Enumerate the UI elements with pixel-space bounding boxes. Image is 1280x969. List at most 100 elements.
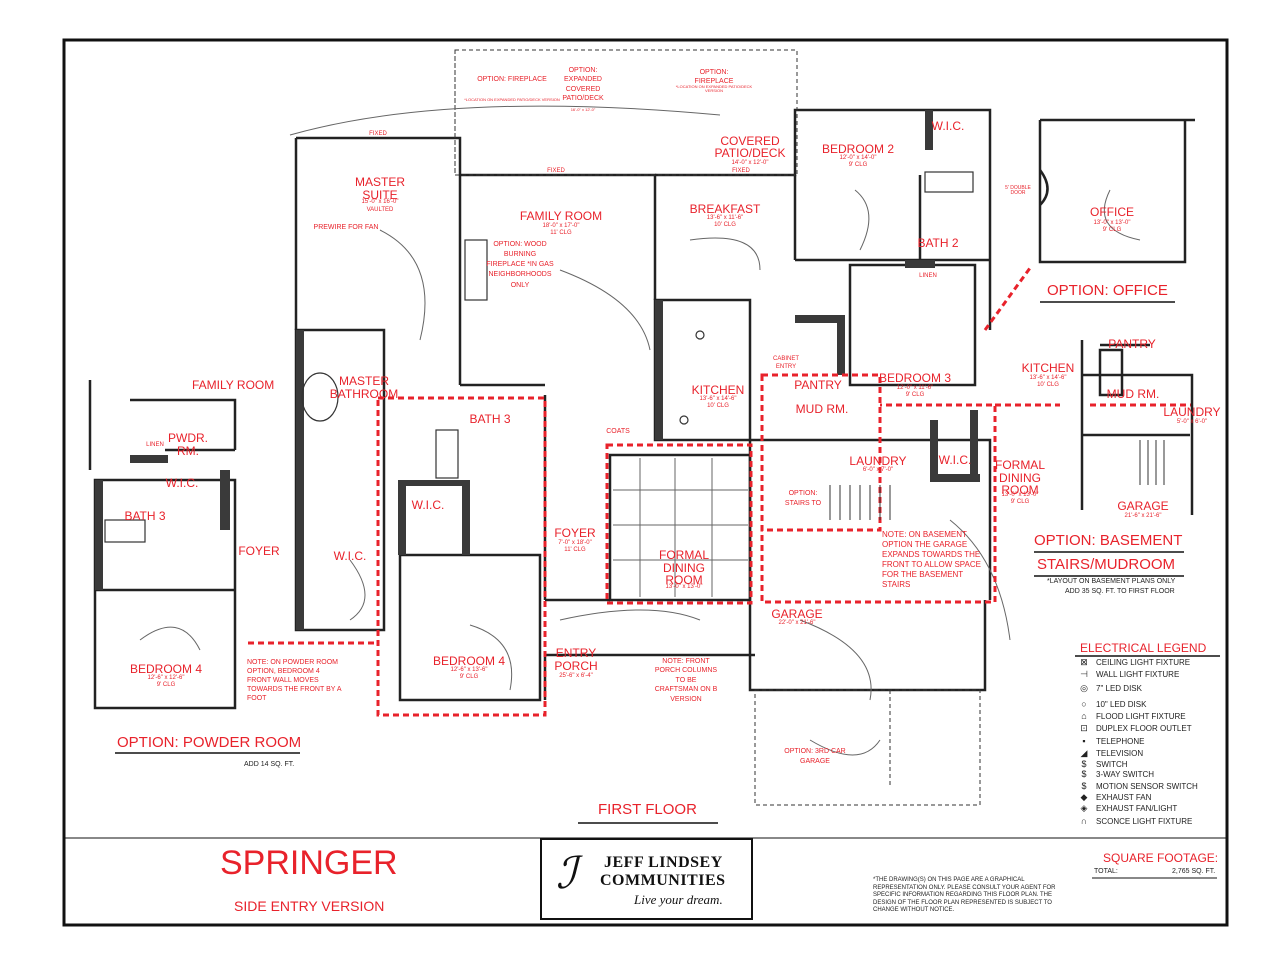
formal-dining-center-name: FORMAL DINING ROOM xyxy=(658,548,709,588)
family-room-clg: 11' CLG xyxy=(550,230,572,236)
fixed-label-2: FIXED xyxy=(547,168,565,174)
expanded-patio-outline xyxy=(454,49,798,176)
three-way-switch-icon: $ xyxy=(1081,769,1087,779)
legend-label: 3-WAY SWITCH xyxy=(1096,769,1155,779)
plan-subtitle: SIDE ENTRY VERSION xyxy=(234,898,385,914)
exhaust-fanlight-icon: ◈ xyxy=(1080,803,1088,813)
third-car-garage-outline xyxy=(754,689,981,806)
option-office-title: OPTION: OFFICE xyxy=(1047,282,1168,299)
family-room-name: FAMILY ROOM xyxy=(519,209,603,223)
legend-item-motion-switch: $MOTION SENSOR SWITCH xyxy=(1078,781,1197,791)
bath2-linen-label: LINEN xyxy=(919,273,937,279)
bedroom2-name: BEDROOM 2 xyxy=(821,142,895,156)
bedroom2-wic-name: W.I.C. xyxy=(931,119,965,133)
square-footage-total-label: TOTAL: xyxy=(1094,868,1118,875)
logo-line1: JEFF LINDSEY xyxy=(604,854,723,871)
prewire-fan-note: PREWIRE FOR FAN xyxy=(313,224,379,231)
legend-label: EXHAUST FAN/LIGHT xyxy=(1096,804,1178,813)
option-fireplace-left-note: *LOCATION ON EXPANDED PATIO/DECK VERSION xyxy=(464,97,560,102)
company-logo: ℐ JEFF LINDSEY COMMUNITIES Live your dre… xyxy=(540,838,753,920)
entry-porch-dims: 25'-6" x 6'-4" xyxy=(559,673,593,679)
pwdr-bedroom4-label: BEDROOM 4 xyxy=(129,662,203,676)
bath2-name: BATH 2 xyxy=(917,236,959,250)
master-suite-clg: VAULTED xyxy=(366,207,394,213)
covered-patio-name: COVERED PATIO/DECK xyxy=(714,134,786,160)
option-fireplace-left-label: OPTION: FIREPLACE xyxy=(477,76,547,83)
pwdr-bedroom4-clg: 9' CLG xyxy=(156,682,176,688)
electrical-legend-title: ELECTRICAL LEGEND xyxy=(1080,641,1207,655)
legend-label: CEILING LIGHT FIXTURE xyxy=(1096,658,1191,667)
legend-item-exhaust-fanlight: ◈ EXHAUST FAN/LIGHT xyxy=(1078,803,1178,814)
legend-item-exhaust-fan: ◆EXHAUST FAN xyxy=(1078,792,1152,803)
garage-dims: 22'-0" x 21'-6" xyxy=(778,620,816,626)
disclaimer-text: *THE DRAWING(S) ON THIS PAGE ARE A GRAPH… xyxy=(873,877,1056,913)
bedroom4-dims: 12'-6" x 13'-6" xyxy=(450,667,488,673)
pwdr-linen-label: LINEN xyxy=(146,442,164,448)
formal-dining-right-clg: 9' CLG xyxy=(1010,499,1030,505)
option-expanded-patio-dims: 16'-0" x 12'-0" xyxy=(570,107,596,112)
wall-light-icon: ⊣ xyxy=(1080,669,1088,679)
powder-room-note: NOTE: ON POWDER ROOM OPTION, BEDROOM 4 F… xyxy=(247,659,342,703)
kitchen-clg: 10' CLG xyxy=(707,403,729,409)
legend-label: WALL LIGHT FIXTURE xyxy=(1096,670,1180,679)
breakfast-dims: 13'-6" x 11'-6" xyxy=(706,215,744,221)
bedroom3-clg: 9' CLG xyxy=(905,392,925,398)
entry-porch-name: ENTRY PORCH xyxy=(554,646,598,673)
duplex-outlet-icon: ⊡ xyxy=(1080,723,1088,733)
bath3-name: BATH 3 xyxy=(469,412,511,426)
logo-line2: COMMUNITIES xyxy=(600,872,726,889)
basement-garage-name: GARAGE xyxy=(1117,499,1169,513)
television-icon: ◢ xyxy=(1080,748,1088,758)
bedroom4-wic-name: W.I.C. xyxy=(411,498,445,512)
garage-stairs xyxy=(829,485,891,520)
basement-garage-note: NOTE: ON BASEMENT OPTION THE GARAGE EXPA… xyxy=(882,530,981,589)
bedroom2-dims: 12'-0" x 14'-0" xyxy=(839,155,877,161)
coats-label: COATS xyxy=(606,428,630,435)
fixtures xyxy=(104,171,974,543)
office-option-walls xyxy=(1038,118,1195,264)
office-clg: 9' CLG xyxy=(1102,227,1122,233)
page-border xyxy=(62,38,1229,927)
legend-item-switch: $ SWITCH xyxy=(1078,759,1128,769)
pwdr-wic-label: W.I.C. xyxy=(165,476,199,490)
basement-kitchen-dims: 13'-6" x 14'-6" xyxy=(1029,375,1067,381)
legend-item-telephone: ▪TELEPHONE xyxy=(1078,736,1144,746)
office-door-label: 5' DOUBLE DOOR xyxy=(1005,185,1031,196)
laundry-dims: 6'-0" x 7'-0" xyxy=(862,467,894,473)
basement-add-sqft: ADD 35 SQ. FT. TO FIRST FLOOR xyxy=(1065,588,1175,595)
basement-garage-dims: 21'-6" x 21'-6" xyxy=(1124,513,1162,519)
switch-icon: $ xyxy=(1081,759,1087,769)
basement-laundry-name: LAUNDRY xyxy=(1163,405,1221,419)
legend-label: TELEPHONE xyxy=(1096,736,1145,746)
basement-pantry-name: PANTRY xyxy=(1108,337,1156,351)
office-title-underline xyxy=(1040,301,1175,303)
master-suite-dims: 15'-0" x 16'-0" xyxy=(361,199,399,205)
formal-dining-right-name: FORMAL DINING ROOM xyxy=(994,458,1045,498)
pwdr-room-name: PWDR. RM. xyxy=(168,431,208,458)
option-basement-title-line2: STAIRS/MUDROOM xyxy=(1037,556,1176,573)
led-7-icon: ◎ xyxy=(1080,683,1088,693)
square-footage-underline xyxy=(1092,877,1217,879)
legend-item-three-way-switch: $3-WAY SWITCH xyxy=(1078,769,1154,779)
option-fireplace-right-note: *LOCATION ON EXPANDED PATIO/DECK VERSION xyxy=(675,84,753,93)
pwdr-foyer-label: FOYER xyxy=(238,544,280,558)
legend-item-duplex-outlet: ⊡DUPLEX FLOOR OUTLET xyxy=(1078,723,1191,734)
master-wic-name: W.I.C. xyxy=(333,549,367,563)
powder-room-option-walls xyxy=(88,380,237,710)
fixed-label-3: FIXED xyxy=(732,168,750,174)
kitchen-dims: 13'-6" x 14'-6" xyxy=(699,396,737,402)
sconce-light-icon: ∩ xyxy=(1080,816,1088,826)
exhaust-fan-icon: ◆ xyxy=(1080,792,1088,802)
first-floor-label: FIRST FLOOR xyxy=(598,801,697,818)
logo-tagline: Live your dream. xyxy=(634,892,723,907)
bedroom2-clg: 9' CLG xyxy=(848,162,868,168)
option-basement-title-line1: OPTION: BASEMENT xyxy=(1034,532,1183,549)
basement-layout-note: *LAYOUT ON BASEMENT PLANS ONLY xyxy=(1047,578,1176,585)
pwdr-family-room-label: FAMILY ROOM xyxy=(192,378,275,392)
legend-label: SWITCH xyxy=(1096,759,1128,769)
stairs-option-label: OPTION: STAIRS TO xyxy=(784,490,822,507)
legend-item-ceiling-light: ⊠CEILING LIGHT FIXTURE xyxy=(1078,657,1190,668)
motion-switch-icon: $ xyxy=(1081,781,1087,791)
basement-kitchen-name: KITCHEN xyxy=(1021,361,1075,375)
